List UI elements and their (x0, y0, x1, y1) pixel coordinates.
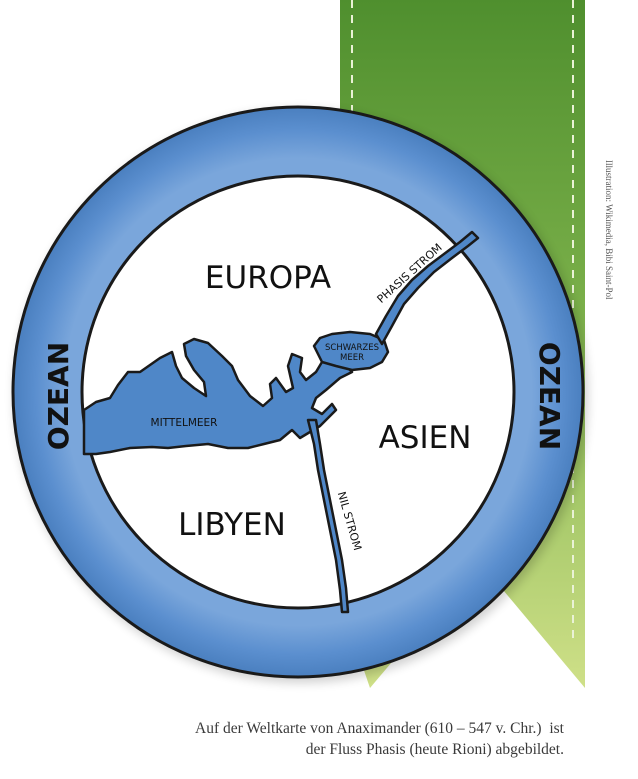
label-mittelmeer: MITTELMEER (151, 417, 218, 429)
image-credit: Illustration: Wikimedia, Bibi Saint-Pol (604, 160, 614, 300)
label-ozean-right: OZEAN (533, 342, 566, 450)
inner-waters (82, 230, 480, 614)
caption-line-2: der Fluss Phasis (heute Rioni) abgebilde… (305, 741, 564, 758)
mittelmeer-sea (82, 337, 354, 456)
label-schwarzes-meer-line1: SCHWARZES (325, 343, 379, 353)
label-libyen: LIBYEN (178, 507, 286, 543)
phasis-river (374, 230, 480, 346)
label-schwarzes-meer-line2: MEER (340, 353, 364, 363)
label-asien: ASIEN (379, 420, 472, 456)
nil-river (306, 418, 350, 614)
schwarzes-meer (312, 330, 390, 372)
caption-line-1: Auf der Weltkarte von Anaximander (610 –… (195, 720, 564, 737)
label-europa: EUROPA (205, 260, 331, 296)
label-ozean-left: OZEAN (42, 342, 75, 450)
map-caption: Auf der Weltkarte von Anaximander (610 –… (60, 718, 564, 760)
